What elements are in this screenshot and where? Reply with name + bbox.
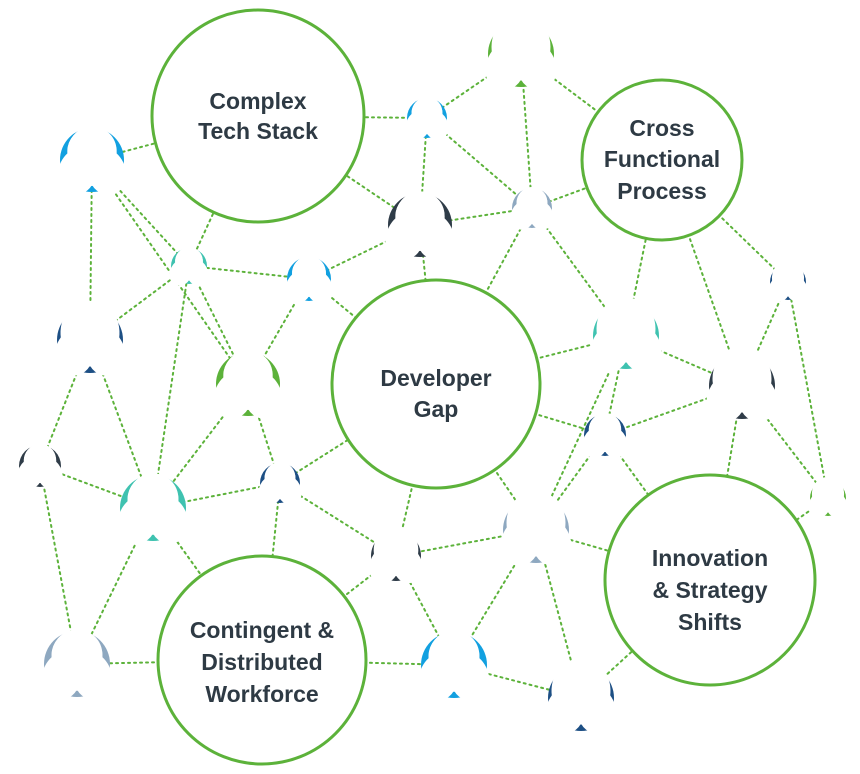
hub-label-line: & Strategy: [652, 577, 767, 603]
hub-circle: [156, 554, 368, 766]
person-icon: [768, 261, 808, 302]
connection-line: [152, 482, 281, 509]
person-icon: [41, 629, 113, 700]
person-avatar: [385, 191, 455, 260]
person-avatar: [169, 247, 209, 286]
person-avatar: [500, 491, 572, 566]
person-icon: [213, 350, 283, 419]
person-avatar: [808, 477, 848, 518]
person-icon: [169, 247, 209, 286]
connection-line: [787, 281, 829, 499]
hub-label-line: Process: [617, 178, 707, 204]
person-icon: [808, 477, 848, 518]
person-avatar: [405, 97, 449, 140]
connection-line: [188, 265, 310, 280]
hub-label-line: Complex: [209, 88, 306, 114]
person-avatar: [54, 301, 126, 376]
person-icon: [258, 462, 302, 505]
person-avatar: [582, 412, 628, 458]
hub-label-line: Workforce: [205, 681, 318, 707]
connection-line: [188, 115, 259, 267]
hub-label-line: Innovation: [652, 545, 768, 571]
person-avatar: [768, 261, 808, 302]
person-icon: [582, 412, 628, 458]
person-icon: [418, 630, 490, 701]
connection-line: [91, 159, 249, 385]
person-icon: [590, 297, 662, 372]
person-icon: [500, 491, 572, 566]
person-avatar: [485, 15, 557, 90]
hub-label-line: Distributed: [201, 649, 322, 675]
person-icon: [545, 659, 617, 734]
person-icon: [706, 347, 778, 422]
person-avatar: [510, 187, 554, 230]
people-nodes: [17, 15, 848, 734]
hub-circle: [330, 278, 542, 490]
person-avatar: [117, 473, 189, 544]
connection-line: [152, 265, 190, 509]
person-avatar: [258, 462, 302, 505]
person-icon: [485, 15, 557, 90]
person-icon: [17, 443, 63, 489]
person-avatar: [285, 255, 333, 303]
hub-label-line: Cross: [629, 115, 694, 141]
person-avatar: [213, 350, 283, 419]
person-avatar: [17, 443, 63, 489]
hub-circle: [150, 8, 366, 224]
person-avatar: [706, 347, 778, 422]
person-icon: [57, 126, 127, 195]
connection-line: [661, 159, 743, 387]
person-icon: [405, 97, 449, 140]
person-avatar: [368, 526, 424, 584]
hub-label-line: Developer: [380, 365, 491, 391]
person-icon: [285, 255, 333, 303]
person-icon: [368, 526, 424, 584]
connection-line: [39, 339, 91, 467]
person-icon: [117, 473, 189, 544]
person-icon: [54, 301, 126, 376]
hub-label-line: Tech Stack: [198, 118, 318, 144]
hub-label-line: Gap: [414, 396, 459, 422]
person-avatar: [418, 630, 490, 701]
person-avatar: [545, 659, 617, 734]
person-avatar: [41, 629, 113, 700]
person-icon: [385, 191, 455, 260]
hub-circle: [603, 473, 817, 687]
hub-circle: [580, 78, 744, 242]
person-icon: [510, 187, 554, 230]
hub-label-line: Shifts: [678, 609, 742, 635]
connection-line: [261, 482, 281, 661]
hub-label-line: Contingent &: [190, 617, 334, 643]
person-avatar: [590, 297, 662, 372]
person-avatar: [57, 126, 127, 195]
hub-label-line: Functional: [604, 146, 720, 172]
